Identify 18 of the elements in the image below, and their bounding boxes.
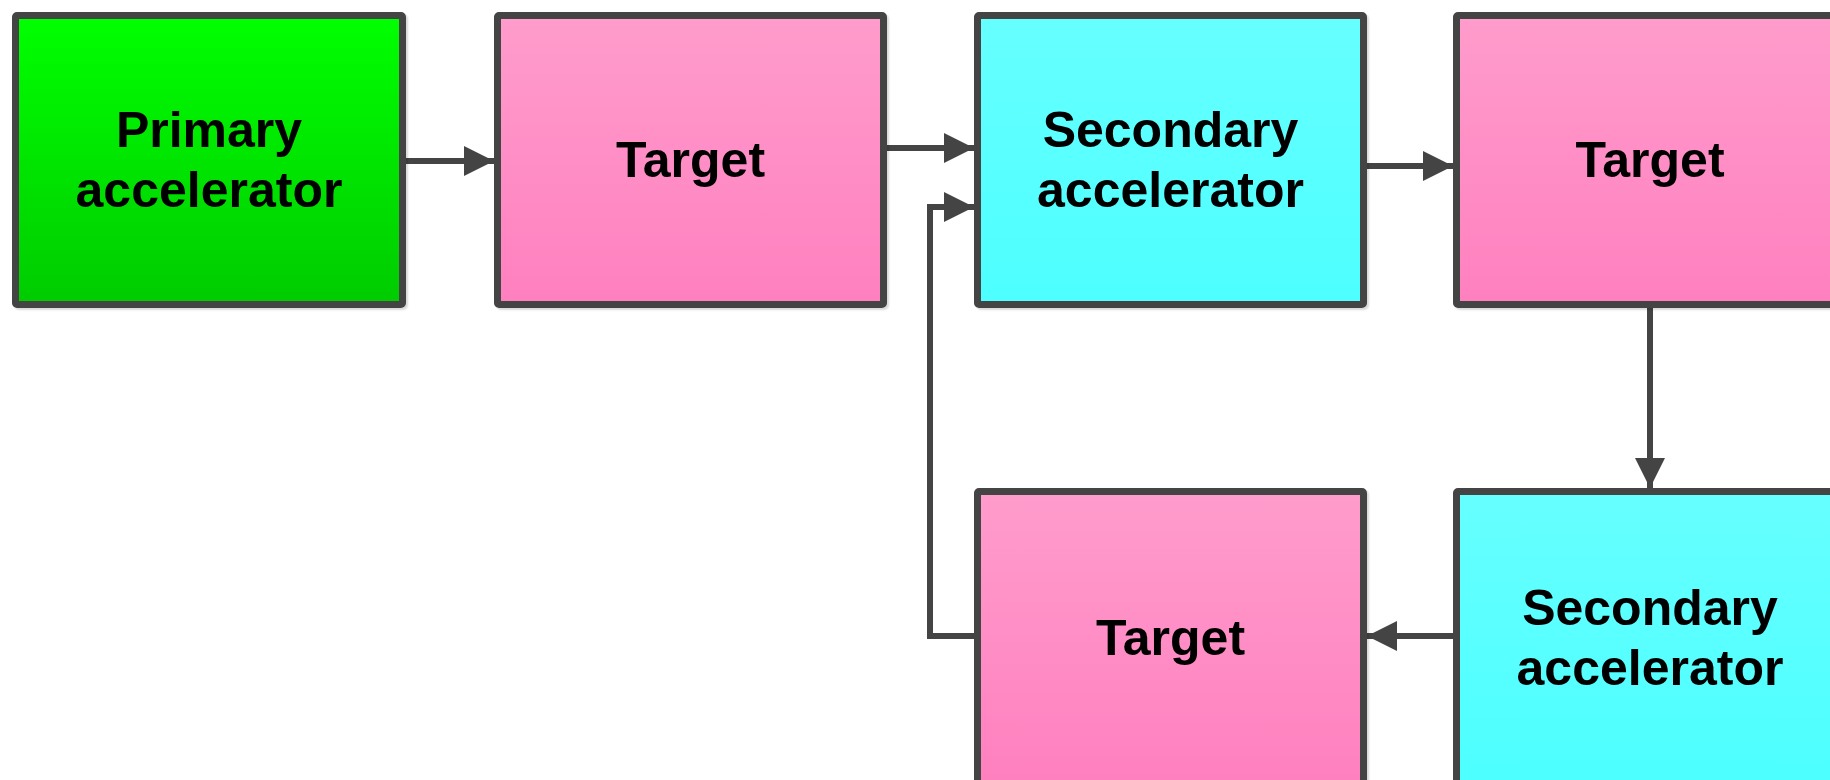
process-box xyxy=(1453,12,1830,308)
box-label: Target xyxy=(1095,609,1246,668)
box-label: Secondary accelerator xyxy=(1036,101,1305,220)
process-box xyxy=(12,12,406,308)
box-label: Secondary accelerator xyxy=(1515,579,1785,698)
arrow xyxy=(927,192,974,639)
arrow xyxy=(1635,308,1665,488)
arrow xyxy=(1367,151,1453,181)
process-box xyxy=(974,488,1367,780)
box-label: Target xyxy=(1575,131,1725,190)
process-box xyxy=(1453,488,1830,780)
arrow xyxy=(1367,621,1453,651)
arrow xyxy=(406,146,494,176)
box-label: Primary accelerator xyxy=(74,101,344,220)
process-box xyxy=(494,12,887,308)
box-label: Target xyxy=(615,131,766,190)
process-box xyxy=(974,12,1367,308)
arrow xyxy=(887,133,974,163)
